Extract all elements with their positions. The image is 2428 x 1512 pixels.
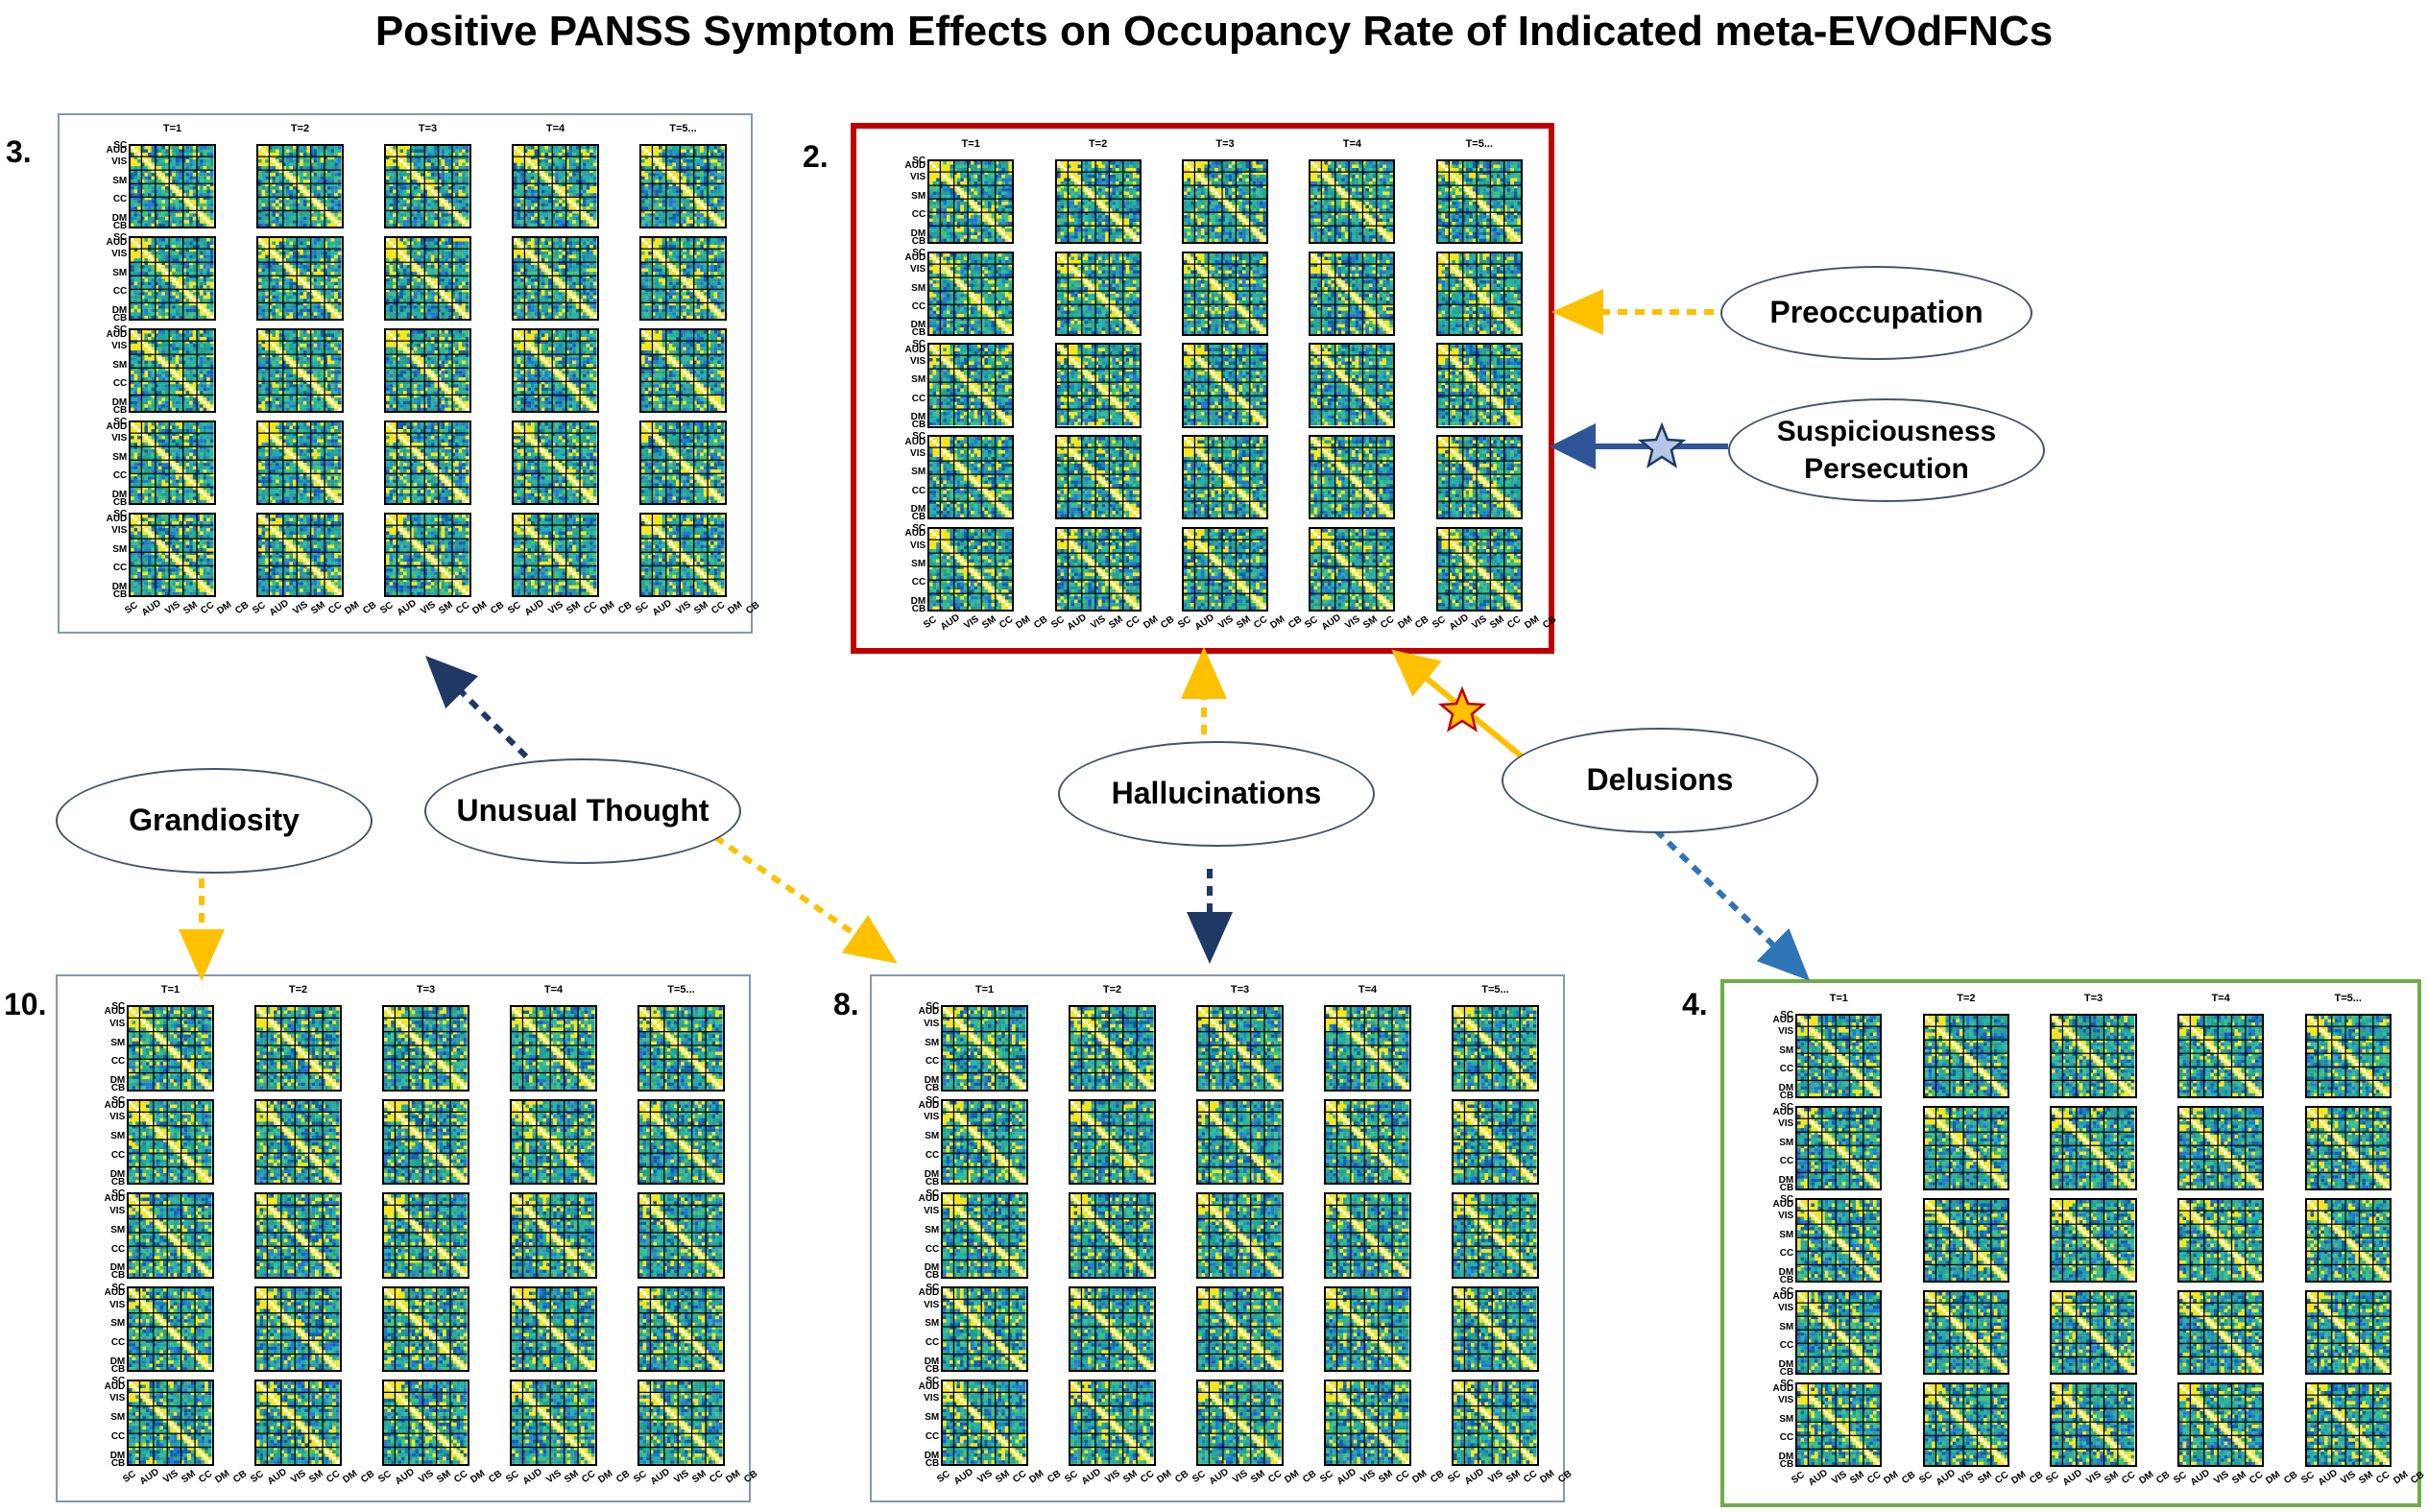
grandiosity-node: Grandiosity bbox=[56, 768, 373, 874]
grandiosity-label: Grandiosity bbox=[129, 801, 300, 841]
preoccupation-node: Preoccupation bbox=[1720, 266, 2032, 360]
arrow-unusual-thought-to-panel-8 bbox=[715, 837, 878, 950]
persecution-label: Persecution bbox=[1804, 453, 1969, 485]
delusions-node: Delusions bbox=[1502, 728, 1818, 833]
suspiciousness-label: Suspiciousness bbox=[1777, 416, 1996, 447]
preoccupation-label: Preoccupation bbox=[1769, 293, 1983, 333]
arrow-delusions-to-panel-4 bbox=[1656, 830, 1793, 965]
hallucinations-node: Hallucinations bbox=[1058, 741, 1375, 847]
hallucinations-label: Hallucinations bbox=[1112, 774, 1322, 814]
significance-star-icon bbox=[1641, 425, 1683, 466]
delusions-label: Delusions bbox=[1587, 760, 1734, 801]
unusual-thought-label: Unusual Thought bbox=[456, 791, 709, 831]
unusual-thought-node: Unusual Thought bbox=[424, 758, 741, 864]
arrow-unusual-thought-to-panel-3 bbox=[442, 672, 526, 756]
